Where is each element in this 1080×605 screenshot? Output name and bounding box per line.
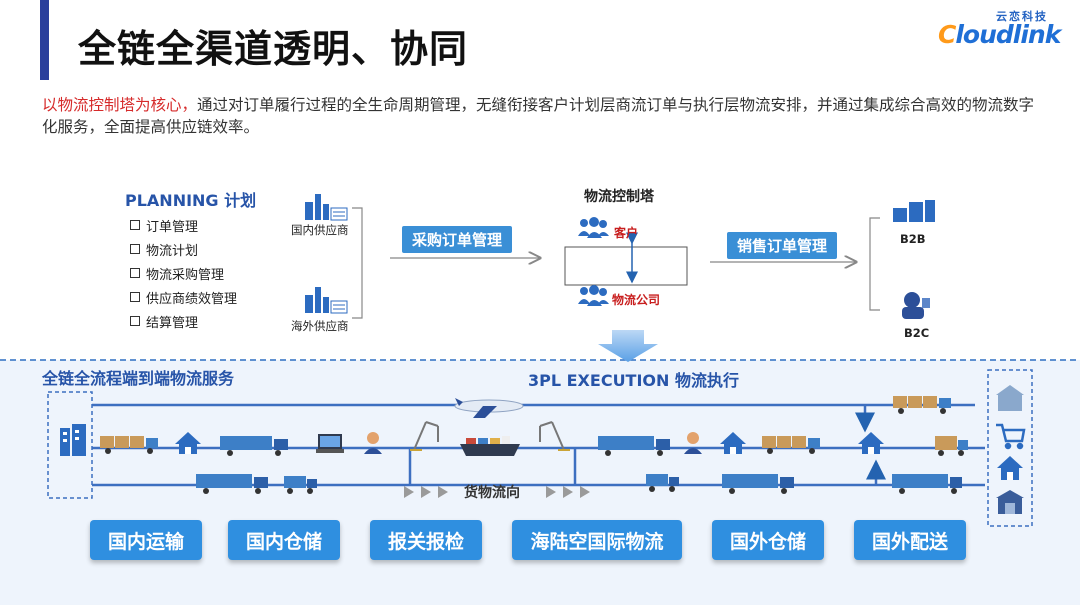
planning-list: 订单管理 物流计划 物流采购管理 供应商绩效管理 结算管理 — [130, 216, 237, 336]
box-truck-icon — [598, 436, 670, 456]
crane-icon — [539, 421, 570, 451]
service-international-logistics: 海陆空国际物流 — [512, 520, 682, 560]
warehouse-icon — [996, 490, 1024, 514]
planning-item: 供应商绩效管理 — [130, 288, 237, 312]
crane-icon — [410, 421, 439, 451]
airplane-icon — [454, 398, 524, 418]
van-icon — [646, 474, 679, 492]
purchase-order-pill: 采购订单管理 — [402, 226, 513, 253]
goods-flow-label: 货物流向 — [464, 485, 520, 501]
intro-paragraph: 以物流控制塔为核心，通过对订单履行过程的全生命周期管理，无缝衔接客户计划层商流订… — [42, 94, 1042, 138]
customer-label: 客户 — [614, 226, 639, 240]
box-truck-icon — [722, 474, 794, 494]
building-icon — [60, 424, 86, 456]
channel-bracket — [869, 217, 880, 311]
title-accent-bar — [40, 0, 49, 80]
supplier-bracket — [352, 207, 363, 319]
home-icon — [720, 432, 746, 454]
destination-box — [987, 369, 1033, 527]
intro-highlight: 以物流控制塔为核心， — [42, 96, 198, 114]
person-icon — [364, 432, 382, 454]
home-icon — [997, 456, 1023, 480]
domestic-supplier-label: 国内供应商 — [291, 223, 349, 237]
brand-logo: Cloudlink — [938, 20, 1061, 49]
service-overseas-warehousing: 国外仓储 — [712, 520, 824, 560]
planning-item: 结算管理 — [130, 312, 237, 336]
brand-chinese-name: 云恋科技 — [996, 10, 1048, 23]
van-icon — [284, 476, 317, 494]
b2b-label: B2B — [900, 232, 926, 246]
planning-item: 物流计划 — [130, 240, 237, 264]
planning-item: 物流采购管理 — [130, 264, 237, 288]
logistics-company-label: 物流公司 — [612, 293, 661, 307]
cart-icon — [996, 423, 1026, 450]
intro-text: 通过对订单履行过程的全生命周期管理，无缝衔接客户计划层商流订单与执行层物流安排，… — [42, 96, 1035, 136]
service-domestic-transport: 国内运输 — [90, 520, 202, 560]
factory-icon — [305, 194, 348, 221]
service-customs-inspection: 报关报检 — [370, 520, 482, 560]
cargo-truck-icon — [100, 436, 158, 454]
service-domestic-warehousing: 国内仓储 — [228, 520, 340, 560]
control-tower-box — [564, 246, 688, 286]
b2c-label: B2C — [904, 326, 930, 340]
origin-box — [47, 391, 93, 499]
box-truck-icon — [196, 474, 268, 494]
home-icon — [175, 432, 201, 454]
service-title: 全链全流程端到端物流服务 — [42, 369, 235, 388]
service-overseas-delivery: 国外配送 — [854, 520, 966, 560]
logistics-group-icon — [578, 285, 609, 306]
goods-flow-arrows — [404, 486, 590, 498]
home-icon — [858, 432, 884, 454]
cargo-truck-icon — [762, 436, 820, 454]
page-title: 全链全渠道透明、协同 — [78, 27, 469, 71]
control-tower-title: 物流控制塔 — [584, 189, 654, 205]
factory-icon — [305, 287, 348, 314]
office-building-icon — [893, 200, 935, 222]
person-icon — [684, 432, 702, 454]
planning-item: 订单管理 — [130, 216, 237, 240]
customer-group-icon — [578, 217, 609, 238]
planning-title: PLANNING 计划 — [125, 191, 257, 210]
house-icon — [996, 385, 1024, 411]
sales-order-pill: 销售订单管理 — [727, 232, 838, 259]
box-truck-icon — [892, 474, 962, 494]
down-flow-arrow — [598, 330, 658, 362]
laptop-icon — [316, 434, 344, 453]
box-truck-icon — [220, 436, 288, 456]
execution-title: 3PL EXECUTION 物流执行 — [528, 371, 739, 390]
cargo-truck-icon — [893, 396, 951, 414]
consumer-icon — [902, 292, 930, 319]
cargo-ship-icon — [460, 436, 520, 456]
van-icon — [935, 436, 968, 456]
overseas-supplier-label: 海外供应商 — [291, 319, 349, 333]
